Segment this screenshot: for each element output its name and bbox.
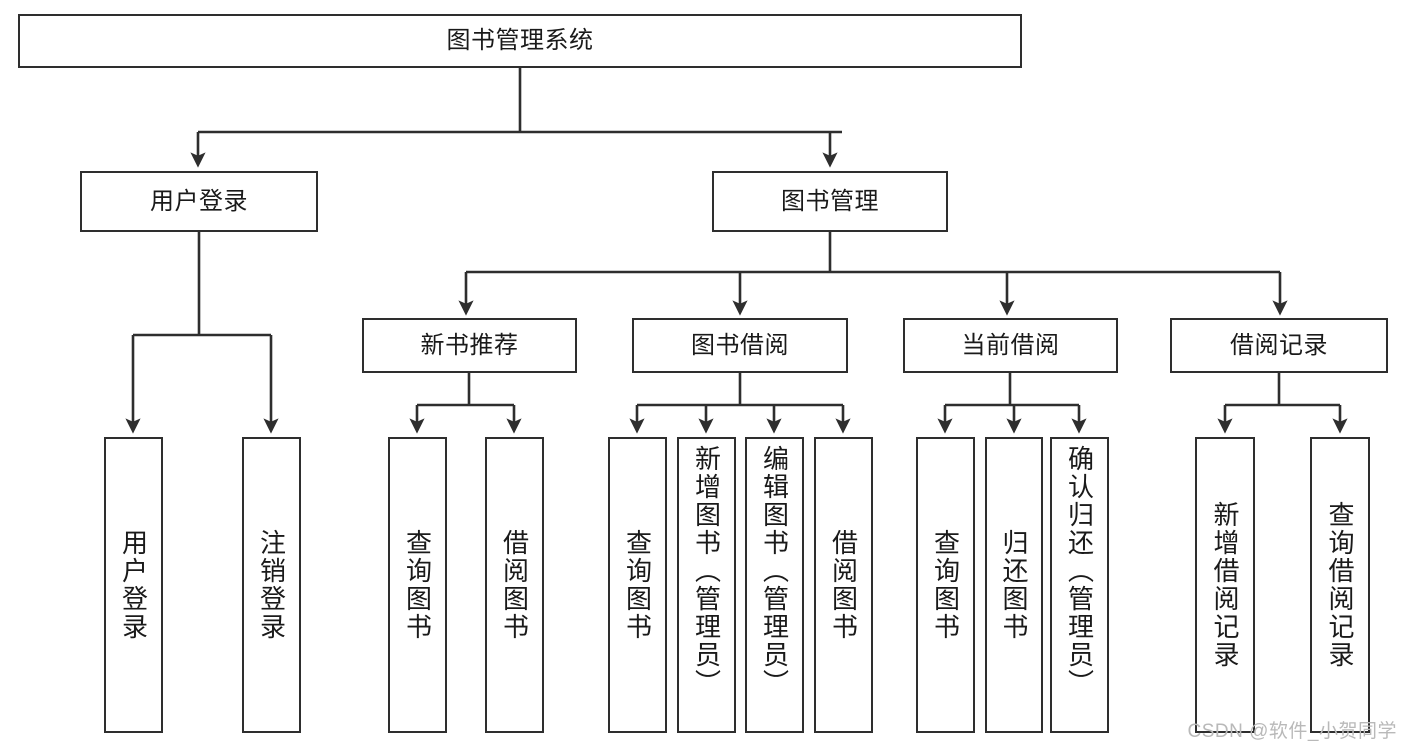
node-borrow-records-label: 借阅记录 <box>1230 331 1328 359</box>
node-leaf-add-book-admin[interactable]: 新增图书（管理员） <box>677 437 736 733</box>
node-leaf-query-book-recommend-label: 查询图书 <box>402 529 433 641</box>
node-leaf-query-borrow-record-label: 查询借阅记录 <box>1325 501 1355 669</box>
node-leaf-add-borrow-record[interactable]: 新增借阅记录 <box>1195 437 1255 733</box>
node-leaf-edit-book-admin-label: 编辑图书（管理员） <box>759 445 790 697</box>
node-leaf-add-borrow-record-label: 新增借阅记录 <box>1210 501 1240 669</box>
node-leaf-borrow-book[interactable]: 借阅图书 <box>814 437 873 733</box>
node-leaf-edit-book-admin[interactable]: 编辑图书（管理员） <box>745 437 804 733</box>
node-current-borrow-label: 当前借阅 <box>961 331 1060 359</box>
node-leaf-query-book-borrow[interactable]: 查询图书 <box>608 437 667 733</box>
node-user-login[interactable]: 用户登录 <box>80 171 318 232</box>
node-root[interactable]: 图书管理系统 <box>18 14 1022 68</box>
node-leaf-query-book-recommend[interactable]: 查询图书 <box>388 437 447 733</box>
node-leaf-borrow-book-recommend[interactable]: 借阅图书 <box>485 437 544 733</box>
node-book-management[interactable]: 图书管理 <box>712 171 948 232</box>
node-new-book-recommend[interactable]: 新书推荐 <box>362 318 577 373</box>
node-leaf-return-book[interactable]: 归还图书 <box>985 437 1043 733</box>
node-new-book-recommend-label: 新书推荐 <box>420 331 519 359</box>
node-leaf-query-book-current[interactable]: 查询图书 <box>916 437 975 733</box>
node-leaf-logout[interactable]: 注销登录 <box>242 437 301 733</box>
csdn-watermark: CSDN @软件_小贺同学 <box>1187 721 1397 742</box>
node-leaf-query-book-borrow-label: 查询图书 <box>622 529 653 641</box>
node-leaf-query-book-current-label: 查询图书 <box>930 529 961 641</box>
node-borrow-records[interactable]: 借阅记录 <box>1170 318 1388 373</box>
node-user-login-label: 用户登录 <box>150 187 248 215</box>
node-leaf-user-login[interactable]: 用户登录 <box>104 437 163 733</box>
node-leaf-logout-label: 注销登录 <box>256 529 287 641</box>
node-book-management-label: 图书管理 <box>781 187 879 215</box>
node-leaf-user-login-label: 用户登录 <box>118 529 149 641</box>
node-leaf-add-book-admin-label: 新增图书（管理员） <box>691 445 722 697</box>
node-leaf-borrow-book-recommend-label: 借阅图书 <box>499 529 530 641</box>
node-leaf-confirm-return-admin[interactable]: 确认归还（管理员） <box>1050 437 1109 733</box>
node-current-borrow[interactable]: 当前借阅 <box>903 318 1118 373</box>
node-leaf-borrow-book-label: 借阅图书 <box>828 529 859 641</box>
node-book-borrow[interactable]: 图书借阅 <box>632 318 848 373</box>
node-leaf-confirm-return-admin-label: 确认归还（管理员） <box>1064 445 1095 697</box>
node-leaf-query-borrow-record[interactable]: 查询借阅记录 <box>1310 437 1370 733</box>
node-leaf-return-book-label: 归还图书 <box>999 529 1029 641</box>
node-book-borrow-label: 图书借阅 <box>691 331 789 359</box>
node-root-label: 图书管理系统 <box>446 27 594 55</box>
